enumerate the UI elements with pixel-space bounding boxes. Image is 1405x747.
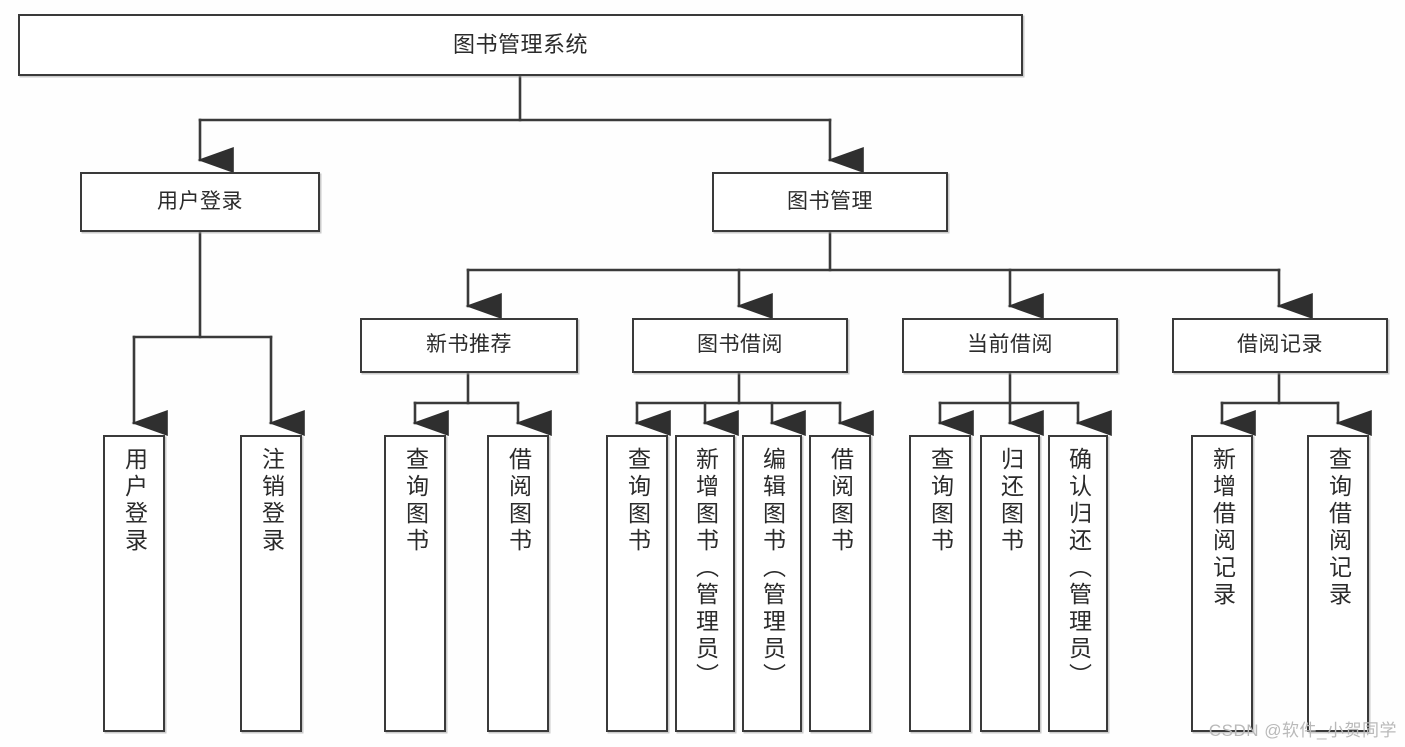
node-label: 借阅记录 — [1237, 333, 1323, 357]
leaf-query-book-2[interactable]: 查询图书 — [606, 435, 668, 732]
node-new-book-rec[interactable]: 新书推荐 — [360, 318, 578, 373]
leaf-user-login[interactable]: 用户登录 — [103, 435, 165, 732]
node-label: 借阅图书 — [505, 447, 532, 555]
node-label: 编辑图书（管理员） — [759, 447, 786, 690]
leaf-return-book[interactable]: 归还图书 — [980, 435, 1040, 732]
node-label: 查询图书 — [402, 447, 429, 555]
leaf-borrow-book-2[interactable]: 借阅图书 — [809, 435, 871, 732]
node-book-borrow[interactable]: 图书借阅 — [632, 318, 848, 373]
node-user-login[interactable]: 用户登录 — [80, 172, 320, 232]
watermark: CSDN @软件_小贺同学 — [1208, 721, 1397, 740]
node-label: 借阅图书 — [827, 447, 854, 555]
node-label: 图书借阅 — [697, 333, 783, 357]
node-label: 查询图书 — [927, 447, 954, 555]
leaf-confirm-return[interactable]: 确认归还（管理员） — [1048, 435, 1108, 732]
node-label: 图书管理系统 — [452, 32, 588, 58]
leaf-logout-login[interactable]: 注销登录 — [240, 435, 302, 732]
node-label: 图书管理 — [787, 189, 873, 213]
node-label: 注销登录 — [258, 447, 285, 555]
leaf-query-record[interactable]: 查询借阅记录 — [1307, 435, 1369, 732]
leaf-borrow-book-1[interactable]: 借阅图书 — [487, 435, 549, 732]
node-label: 用户登录 — [121, 447, 148, 555]
node-label: 当前借阅 — [967, 333, 1053, 357]
node-label: 归还图书 — [997, 447, 1024, 555]
node-borrow-record[interactable]: 借阅记录 — [1172, 318, 1388, 373]
leaf-add-record[interactable]: 新增借阅记录 — [1191, 435, 1253, 732]
leaf-query-book-1[interactable]: 查询图书 — [384, 435, 446, 732]
node-label: 确认归还（管理员） — [1065, 447, 1092, 690]
node-label: 新增借阅记录 — [1209, 447, 1236, 609]
node-root-system[interactable]: 图书管理系统 — [18, 14, 1023, 76]
node-label: 查询图书 — [624, 447, 651, 555]
leaf-query-book-3[interactable]: 查询图书 — [909, 435, 971, 732]
node-current-borrow[interactable]: 当前借阅 — [902, 318, 1118, 373]
node-label: 新增图书（管理员） — [692, 447, 719, 690]
leaf-add-book[interactable]: 新增图书（管理员） — [675, 435, 735, 732]
leaf-edit-book[interactable]: 编辑图书（管理员） — [742, 435, 802, 732]
node-label: 查询借阅记录 — [1325, 447, 1352, 609]
node-label: 用户登录 — [157, 189, 243, 213]
node-book-manage[interactable]: 图书管理 — [712, 172, 948, 232]
node-label: 新书推荐 — [426, 333, 512, 357]
